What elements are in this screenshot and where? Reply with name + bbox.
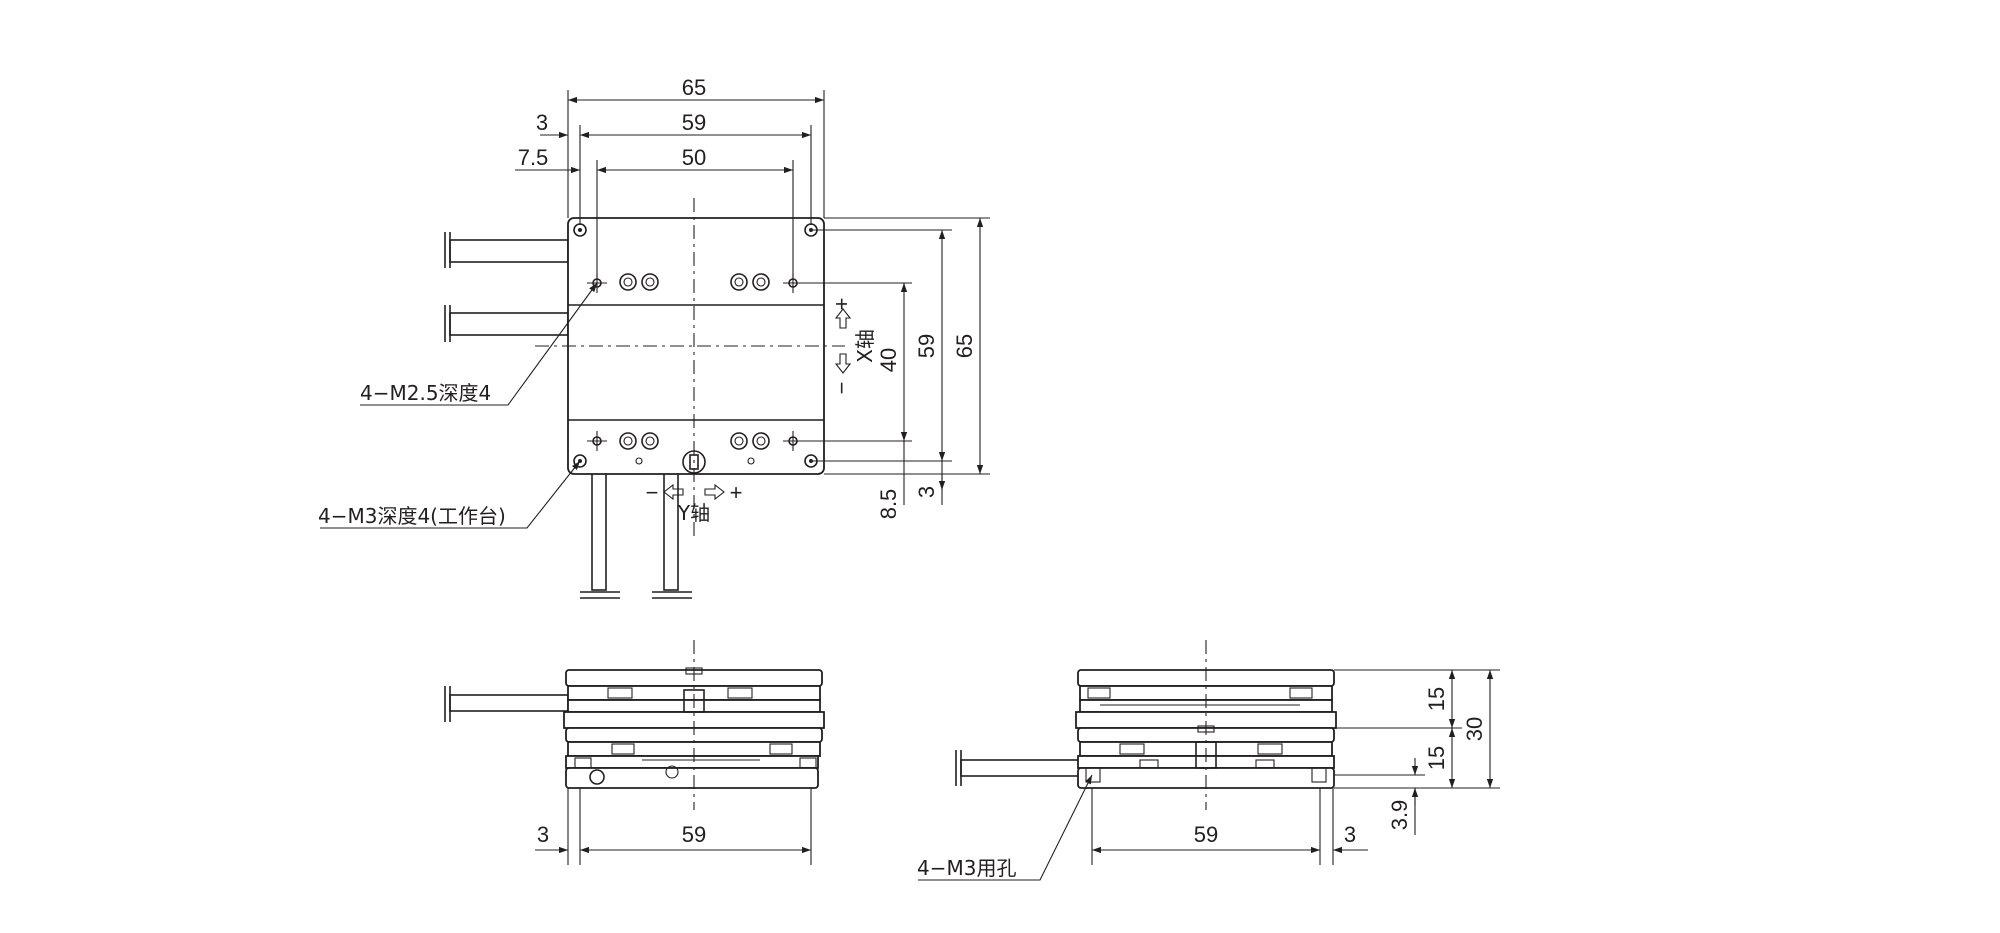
y-micrometer-handle-left [580,469,620,599]
dim-height-inner: 40 [876,348,901,372]
dim-height-outer: 65 [952,334,977,358]
y-axis-label: Y轴 [677,501,710,525]
x-axis-plus: + [829,298,854,311]
callout-m3-table: 4−M3深度4(工作台) [318,504,506,528]
dim-bottom-3: 3 [914,486,939,498]
side-view: 59 3 15 15 30 3.9 4−M3用孔 [917,640,1500,881]
front-view: 3 59 [444,640,825,865]
m3-table-callout-leader [320,460,581,529]
dim-width-inner: 50 [682,145,706,170]
x-micrometer-handle-top [444,232,569,268]
side-dim-3: 3 [1344,822,1356,847]
lock-knob [682,450,706,474]
side-dim-30: 30 [1462,717,1487,741]
top-view: 65 59 50 3 7.5 65 59 40 8.5 3 X轴 + − Y轴 … [318,75,990,599]
y-axis-direction-arrows [663,483,725,501]
x-axis-direction-arrows [834,308,852,374]
side-dim-3-9: 3.9 [1387,800,1412,831]
callout-m2-5: 4−M2.5深度4 [360,381,491,405]
dim-height-holes: 59 [914,334,939,358]
x-axis-label: X轴 [853,329,877,363]
front-dim-59: 59 [682,822,706,847]
dim-width-holes: 59 [682,110,706,135]
callout-m3-mount: 4−M3用孔 [917,856,1016,880]
side-dim-15-bottom: 15 [1424,746,1449,770]
dim-offset-7-5: 7.5 [518,145,549,170]
dim-width-outer: 65 [682,75,706,100]
screw-pairs [619,273,770,465]
side-dim-15-top: 15 [1424,687,1449,711]
m2-5-callout-leader [360,282,598,406]
m3-mount-callout-leader [918,774,1093,881]
x-micrometer-handle-bottom [444,305,569,342]
y-axis-plus: + [730,480,743,505]
front-dim-3: 3 [537,822,549,847]
top-view-dimensions [515,90,990,505]
dim-offset-3-top: 3 [536,110,548,135]
x-axis-minus: − [829,382,854,395]
y-axis-minus: − [646,480,659,505]
dim-bottom-8-5: 8.5 [876,489,901,520]
side-dim-59: 59 [1194,822,1218,847]
